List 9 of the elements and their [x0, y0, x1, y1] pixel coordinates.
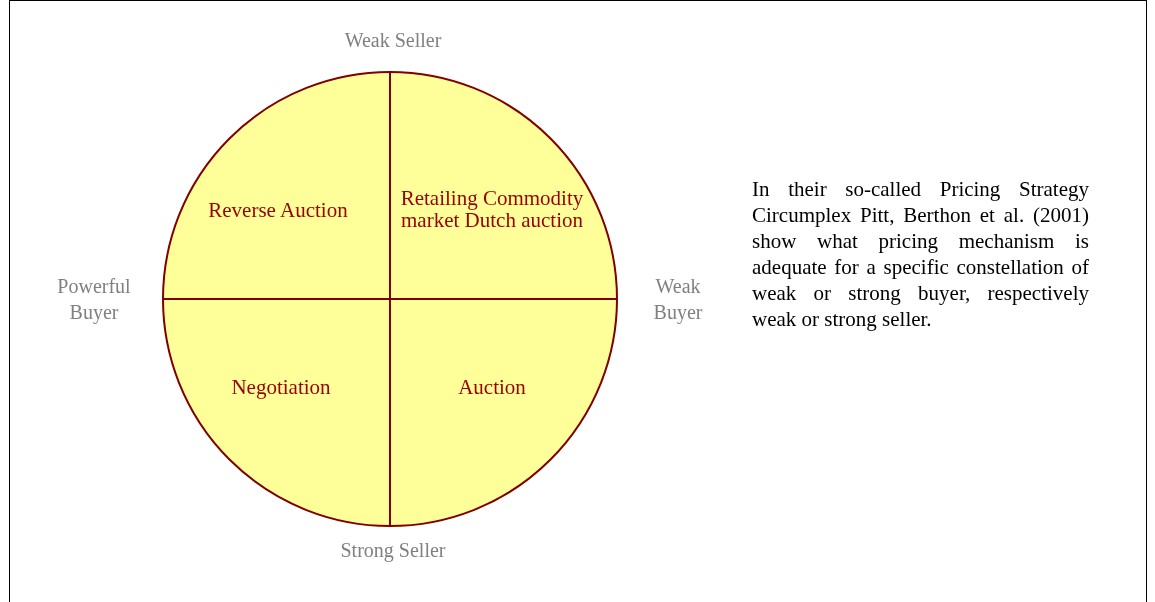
quadrant-label: Reverse Auction: [178, 199, 378, 221]
description-paragraph: In their so-called Pricing Strategy Circumplex Pitt, Berthon et al. (2001) show what pricing mechanism is adequate for a specific constellation of weak or strong buyer, respectively weak or strong seller.: [752, 176, 1089, 332]
quadrant-label: Retailing Commodity market Dutch auction: [392, 187, 592, 231]
axis-label: Weak Buyer: [652, 274, 704, 325]
axis-label: Powerful Buyer: [56, 274, 132, 325]
axis-label: Weak Seller: [343, 28, 443, 53]
axis-label: Strong Seller: [339, 538, 447, 563]
quadrant-label: Negotiation: [181, 376, 381, 398]
quadrant-label: Auction: [392, 376, 592, 398]
